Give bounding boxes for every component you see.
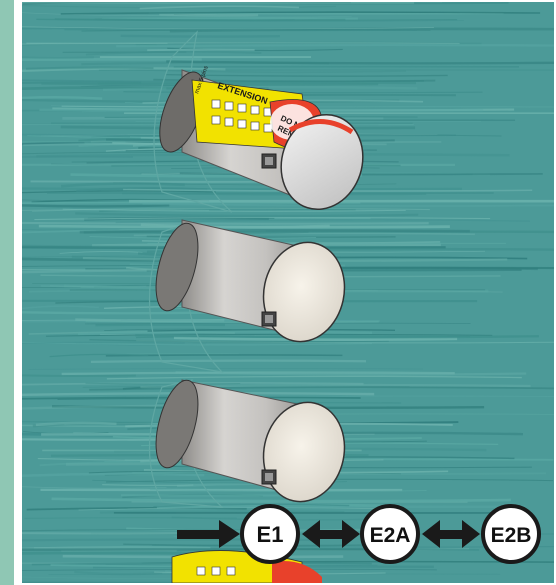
- brush-stroke: [64, 29, 417, 32]
- brush-stroke: [74, 570, 163, 576]
- brush-stroke: [148, 15, 352, 18]
- brush-stroke: [22, 305, 99, 310]
- brush-stroke: [36, 18, 295, 21]
- brush-stroke: [106, 375, 522, 380]
- brush-stroke: [61, 371, 455, 376]
- brush-stroke: [76, 186, 208, 192]
- left-accent-strip: [0, 0, 14, 585]
- brush-stroke: [45, 333, 493, 337]
- brush-stroke: [75, 212, 419, 218]
- brush-stroke: [95, 323, 225, 327]
- brush-stroke: [120, 34, 280, 38]
- double-arrow-icon: [302, 520, 360, 548]
- brush-stroke: [22, 56, 94, 60]
- brush-stroke: [173, 336, 458, 342]
- brush-stroke: [32, 208, 210, 212]
- brush-stroke: [22, 472, 205, 477]
- brush-stroke: [165, 73, 448, 77]
- wall-panel: EXTENSION max 5 pins DO NOT REMOVE: [22, 2, 554, 583]
- pin-holder-partial: [171, 550, 322, 583]
- sequence-label-e1: E1: [257, 522, 284, 547]
- brush-stroke: [22, 86, 175, 91]
- brush-stroke: [22, 486, 167, 489]
- brush-stroke: [115, 219, 530, 224]
- brush-stroke: [49, 353, 149, 358]
- brush-stroke: [135, 334, 539, 339]
- diagram-canvas: EXTENSION max 5 pins DO NOT REMOVE: [22, 2, 554, 583]
- left-gap: [14, 0, 22, 585]
- brush-stroke: [153, 503, 350, 508]
- brush-stroke: [102, 484, 194, 486]
- brush-stroke: [22, 532, 190, 535]
- brush-stroke: [97, 81, 417, 85]
- single-arrow-icon: [177, 520, 240, 548]
- brush-stroke: [22, 221, 429, 225]
- tag-checkbox-grid: [211, 99, 273, 133]
- brush-stroke: [81, 29, 431, 32]
- double-arrow-icon: [422, 520, 480, 548]
- brush-stroke: [78, 507, 394, 511]
- brush-stroke: [22, 311, 207, 315]
- brush-stroke: [22, 438, 178, 441]
- brush-stroke: [26, 66, 154, 70]
- brush-stroke: [26, 507, 247, 511]
- brush-stroke: [85, 382, 241, 385]
- cylinder-face: [280, 113, 364, 211]
- brush-stroke: [60, 11, 541, 15]
- brush-stroke: [22, 155, 134, 158]
- brush-stroke: [139, 5, 299, 10]
- brush-stroke: [22, 341, 372, 346]
- brush-stroke: [77, 330, 373, 336]
- brush-stroke: [75, 318, 225, 323]
- brush-stroke: [122, 192, 427, 196]
- sequence-row: E1 E2A E2B: [177, 504, 541, 564]
- brush-stroke: [83, 230, 554, 234]
- cylinder-face: [262, 401, 346, 503]
- brush-stroke: [82, 385, 410, 388]
- pin-holder-middle: [155, 219, 346, 343]
- brush-stroke: [114, 352, 239, 355]
- brush-stroke: [89, 339, 389, 343]
- brush-stroke: [35, 421, 117, 427]
- brush-stroke: [51, 497, 511, 503]
- brush-stroke: [159, 13, 259, 17]
- cylinder-face: [262, 241, 346, 343]
- brush-stroke: [22, 42, 460, 45]
- brush-stroke: [22, 190, 216, 194]
- brush-stroke: [102, 85, 418, 92]
- brush-stroke: [22, 207, 430, 211]
- sequence-label-e2b: E2B: [491, 524, 532, 547]
- sequence-node-e2b: E2B: [481, 504, 541, 564]
- pin-holder-top: EXTENSION max 5 pins DO NOT REMOVE: [159, 65, 364, 211]
- brush-stroke: [38, 224, 450, 229]
- brush-stroke: [24, 517, 237, 519]
- brush-stroke: [90, 359, 367, 364]
- brush-stroke: [85, 50, 262, 56]
- brush-stroke: [59, 251, 143, 254]
- brush-stroke: [22, 95, 103, 100]
- brush-stroke: [22, 228, 266, 234]
- brush-stroke: [28, 368, 424, 370]
- brush-stroke: [22, 204, 170, 208]
- brush-stroke: [79, 229, 470, 234]
- brush-stroke: [123, 91, 483, 94]
- brush-stroke: [60, 182, 185, 188]
- brush-stroke: [89, 386, 554, 391]
- sequence-node-e1: E1: [240, 504, 300, 564]
- brush-stroke: [34, 217, 491, 221]
- brush-stroke: [116, 43, 554, 48]
- brush-stroke: [40, 285, 147, 288]
- brush-stroke: [22, 551, 189, 555]
- brush-stroke: [62, 208, 406, 212]
- brush-stroke: [129, 68, 407, 74]
- brush-stroke: [22, 187, 462, 191]
- brush-stroke: [22, 26, 435, 30]
- brush-stroke: [22, 341, 185, 344]
- brush-stroke: [22, 545, 211, 550]
- sequence-node-e2a: E2A: [360, 504, 420, 564]
- sequence-label-e2a: E2A: [370, 524, 411, 547]
- pin-holder-bottom: [155, 379, 346, 503]
- brush-stroke: [166, 60, 554, 65]
- brush-stroke: [22, 374, 136, 378]
